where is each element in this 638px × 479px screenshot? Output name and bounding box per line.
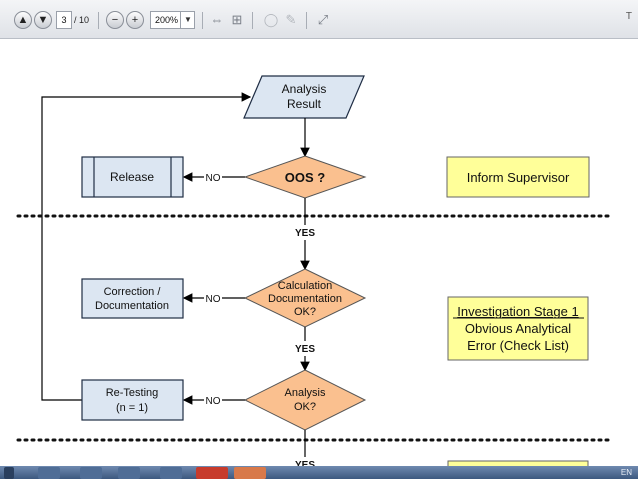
analysis-result-shape (243, 75, 365, 119)
page-total: / 10 (74, 15, 90, 25)
zoom-select[interactable]: 200% (150, 11, 195, 29)
toolbar-divider (306, 12, 307, 29)
yes-label: YES (295, 460, 315, 466)
zoom-out-icon[interactable]: − (106, 11, 124, 29)
highlight-icon[interactable]: ✎ (285, 12, 297, 27)
taskbar-app[interactable] (80, 467, 102, 479)
calc-label-line2: Documentation (268, 293, 342, 305)
retesting-line1: Re-Testing (106, 387, 159, 399)
analysis-ok-line1: Analysis (285, 387, 326, 399)
oos-label: OOS ? (285, 170, 326, 185)
expand-icon[interactable]: ⤢ (317, 12, 329, 27)
chevron-down-icon[interactable]: ▼ (180, 11, 195, 29)
toolbar-divider (252, 12, 253, 29)
investigation-box (447, 296, 589, 361)
taskbar-app[interactable] (118, 467, 140, 479)
taskbar-app[interactable] (160, 467, 182, 479)
taskbar-presentation-app[interactable] (234, 467, 266, 479)
analysis-result-line2: Result (287, 97, 322, 111)
next-stage-box (447, 460, 589, 466)
taskbar-pdf-app[interactable] (196, 467, 228, 479)
toolbar-divider (202, 12, 203, 29)
zoom-in-icon[interactable]: + (126, 11, 144, 29)
no-label: NO (206, 294, 221, 305)
investigation-line1: Obvious Analytical (465, 321, 571, 336)
flowchart: Analysis Result OOS ? NO Release Inform … (16, 75, 610, 466)
fit-width-icon[interactable]: ⇔ (210, 12, 224, 27)
no-label: NO (206, 173, 221, 184)
no-label: NO (206, 396, 221, 407)
investigation-line2: Error (Check List) (467, 338, 569, 353)
analysis-result-line1: Analysis (282, 82, 327, 96)
arrow-up-icon[interactable]: ▲ (14, 11, 32, 29)
pdf-toolbar: ▲ ▼ / 10 − + 200% ▼ ⇔ ⊞ ◯ ✎ ⤢ T (0, 0, 638, 39)
correction-box (81, 278, 184, 319)
yes-label: YES (295, 344, 315, 355)
inform-supervisor-box (446, 156, 590, 198)
toolbar-right-label: T (625, 11, 632, 22)
arrow-down-icon[interactable]: ▼ (34, 11, 52, 29)
analysis-ok-decision-shape (243, 369, 367, 431)
correction-line1: Correction / (104, 286, 162, 298)
comment-icon[interactable]: ◯ (263, 12, 279, 27)
system-tray: EN (620, 468, 632, 477)
toolbar-divider (98, 12, 99, 29)
taskbar-app[interactable] (38, 467, 60, 479)
start-button[interactable] (4, 467, 14, 479)
fit-page-icon[interactable]: ⊞ (231, 12, 243, 27)
yes-label: YES (295, 228, 315, 239)
release-label: Release (110, 170, 154, 184)
calc-label-line1: Calculation (278, 280, 332, 292)
analysis-ok-line2: OK? (294, 401, 316, 413)
investigation-title: Investigation Stage 1 (457, 304, 578, 319)
page-number-input[interactable] (56, 11, 72, 29)
retesting-line2: (n = 1) (116, 402, 148, 414)
loop-back-line (41, 92, 252, 401)
correction-line2: Documentation (95, 300, 169, 312)
retesting-box (81, 379, 184, 421)
inform-supervisor-label: Inform Supervisor (467, 170, 570, 185)
zoom-value: 200% (155, 15, 179, 25)
calc-label-line3: OK? (294, 306, 316, 318)
release-shape (81, 156, 184, 198)
taskbar: EN (0, 466, 638, 479)
